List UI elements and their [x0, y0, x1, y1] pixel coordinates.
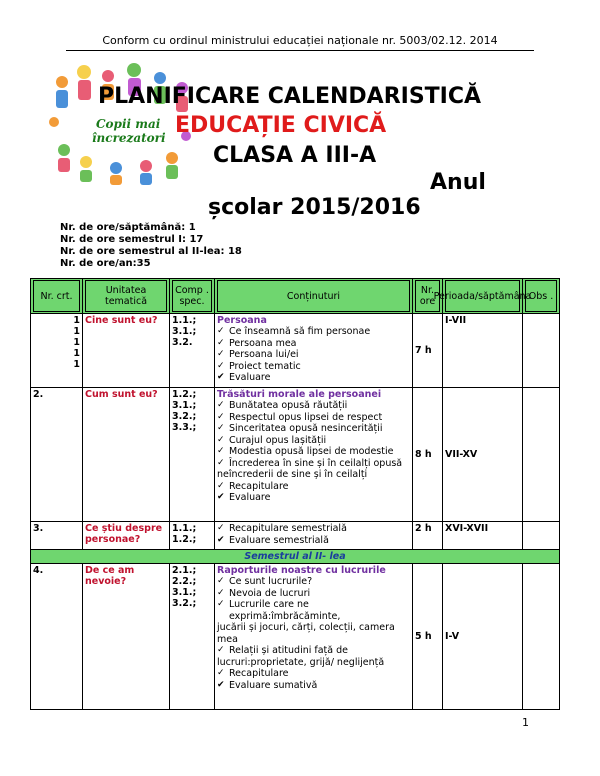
row-nr: 4. — [30, 563, 83, 710]
row-comp: 2.1.; 2.2.; 3.1.; 3.2.; — [169, 563, 215, 710]
logo-text-line2: încrezatori — [92, 131, 166, 145]
semester2-row: Semestrul al II- lea — [30, 549, 560, 564]
row-nr: 3. — [30, 521, 83, 550]
table-row: 1 1 1 1 1 Cine sunt eu? 1.1.; 3.1.; 3.2.… — [30, 313, 560, 388]
row-content: Trăsături morale ale persoanei Bunătatea… — [214, 387, 413, 522]
row-period: I-V — [442, 563, 523, 710]
class-title: CLASA A III-A — [213, 143, 377, 168]
row-comp: 1.1.; 3.1.; 3.2. — [169, 313, 215, 388]
table-row: 2. Cum sunt eu? 1.2.; 3.1.; 3.2.; 3.3.; … — [30, 387, 560, 522]
row-hours: 5 h — [412, 563, 443, 710]
doc-title: PLANIFICARE CALENDARISTICĂ — [98, 84, 482, 109]
row-period: XVI-XVII — [442, 521, 523, 550]
hours-sem2: Nr. de ore semestrul al II-lea: 18 — [60, 246, 242, 257]
semester2-label: Semestrul al II- lea — [30, 549, 560, 564]
row-hours: 8 h — [412, 387, 443, 522]
subject-title: EDUCAȚIE CIVICĂ — [175, 113, 387, 138]
row-hours: 7 h — [412, 313, 443, 388]
hours-summary: Nr. de ore/săptămână: 1 Nr. de ore semes… — [60, 222, 242, 270]
row-obs — [522, 521, 560, 550]
row-unit: De ce am nevoie? — [82, 563, 170, 710]
row-nr: 1 1 1 1 1 — [30, 313, 83, 388]
row-content: Raporturile noastre cu lucrurile Ce sunt… — [214, 563, 413, 710]
row-unit: Cum sunt eu? — [82, 387, 170, 522]
header-divider — [66, 50, 534, 51]
table-row: 4. De ce am nevoie? 2.1.; 2.2.; 3.1.; 3.… — [30, 563, 560, 710]
row-unit: Cine sunt eu? — [82, 313, 170, 388]
row-comp: 1.1.; 1.2.; — [169, 521, 215, 550]
hours-sem1: Nr. de ore semestrul I: 17 — [60, 234, 204, 245]
row-content: Recapitulare semestrială Evaluare semest… — [214, 521, 413, 550]
col-unit: Unitatea tematică — [82, 278, 170, 314]
logo-text-line1: Copii mai — [96, 117, 161, 131]
row-hours: 2 h — [412, 521, 443, 550]
year-label: Anul — [430, 170, 486, 195]
hours-year: Nr. de ore/an:35 — [60, 258, 151, 269]
row-obs — [522, 563, 560, 710]
col-content: Conținuturi — [214, 278, 413, 314]
table-row: 3. Ce știu despre personae? 1.1.; 1.2.; … — [30, 521, 560, 550]
col-period: Perioada/săptămâna — [434, 278, 531, 314]
row-content: Persoana Ce înseamnă să fim personae Per… — [214, 313, 413, 388]
table-header-row: Nr. crt. Unitatea tematică Comp . spec. … — [30, 278, 560, 314]
col-nr: Nr. crt. — [30, 278, 83, 314]
page-number: 1 — [522, 716, 529, 729]
row-comp: 1.2.; 3.1.; 3.2.; 3.3.; — [169, 387, 215, 522]
children-logo: Copii mai încrezatori — [46, 58, 196, 186]
hours-per-week: Nr. de ore/săptămână: 1 — [60, 222, 196, 233]
row-obs — [522, 387, 560, 522]
row-period: VII-XV — [442, 387, 523, 522]
school-year: școlar 2015/2016 — [208, 195, 421, 220]
row-unit: Ce știu despre personae? — [82, 521, 170, 550]
col-comp: Comp . spec. — [169, 278, 215, 314]
row-obs — [522, 313, 560, 388]
planning-table: Nr. crt. Unitatea tematică Comp . spec. … — [30, 278, 560, 710]
row-nr: 2. — [30, 387, 83, 522]
col-obs: Obs . — [522, 278, 560, 314]
row-period: I-VII — [442, 313, 523, 388]
header-note: Conform cu ordinul ministrului educației… — [102, 34, 498, 47]
